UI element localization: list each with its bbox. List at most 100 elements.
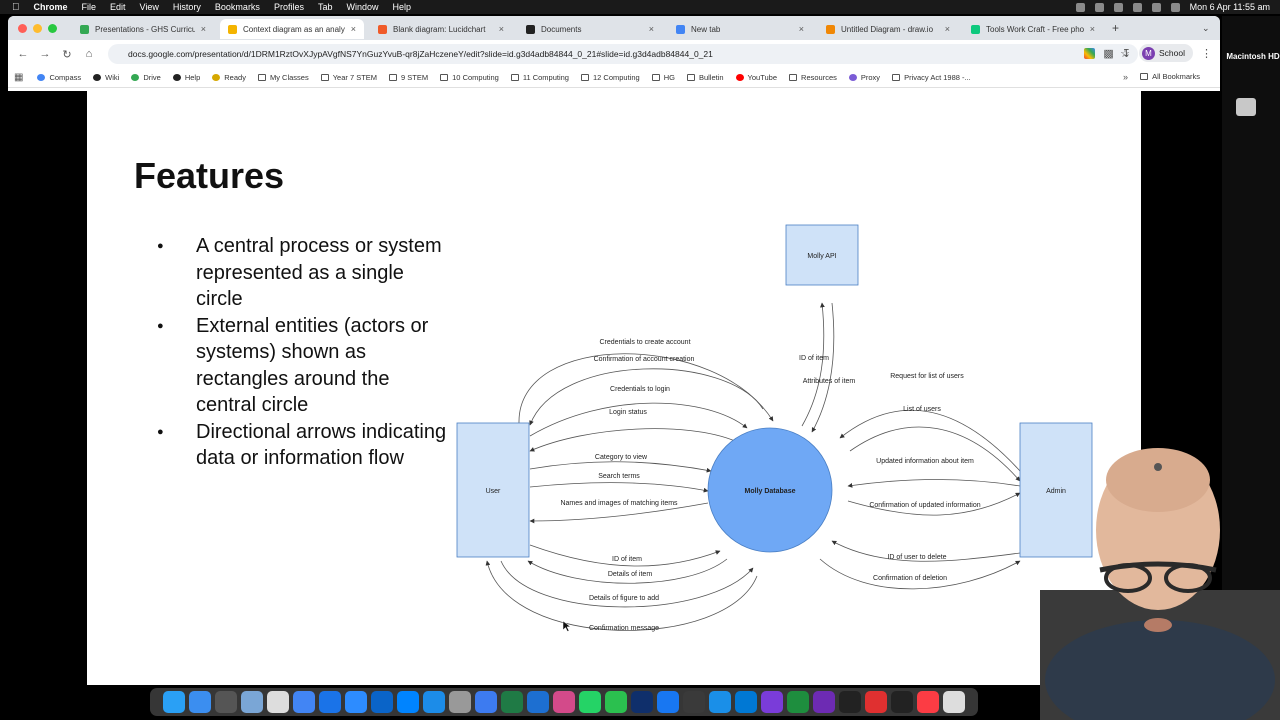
dock-app-icon[interactable] bbox=[475, 691, 497, 713]
new-tab-icon[interactable]: + bbox=[1112, 21, 1120, 35]
bookmark-item[interactable]: Drive bbox=[131, 73, 161, 82]
forward-icon[interactable]: → bbox=[39, 48, 51, 60]
dock-app-icon[interactable] bbox=[605, 691, 627, 713]
browser-tab[interactable]: Context diagram as an analyt× bbox=[220, 19, 364, 39]
dock-app-icon[interactable] bbox=[501, 691, 523, 713]
bookmark-item[interactable]: Year 7 STEM bbox=[320, 73, 377, 82]
dock-app-icon[interactable] bbox=[579, 691, 601, 713]
bookmark-item[interactable]: 10 Computing bbox=[440, 73, 499, 82]
tab-close-icon[interactable]: × bbox=[200, 24, 206, 34]
browser-tab[interactable]: Documents× bbox=[518, 19, 662, 39]
bookmark-item[interactable]: Wiki bbox=[93, 73, 119, 82]
apps-grid-icon[interactable]: ▦ bbox=[14, 72, 24, 83]
dock-app-icon[interactable] bbox=[527, 691, 549, 713]
menu-tab[interactable]: Tab bbox=[310, 2, 333, 12]
menu-profiles[interactable]: Profiles bbox=[266, 2, 304, 12]
browser-tab[interactable]: Blank diagram: Lucidchart× bbox=[370, 19, 512, 39]
extension-icon[interactable] bbox=[1084, 47, 1096, 59]
tab-close-icon[interactable]: × bbox=[944, 24, 950, 34]
extensions-puzzle-icon[interactable]: ▩ bbox=[1103, 47, 1114, 60]
menu-help[interactable]: Help bbox=[384, 2, 411, 12]
bookmark-item[interactable]: Ready bbox=[212, 73, 246, 82]
browser-tab[interactable]: Tools Work Craft - Free photo× bbox=[963, 19, 1103, 39]
download-icon[interactable]: ↧ bbox=[1121, 47, 1131, 60]
bookmark-star-icon[interactable]: ☆ bbox=[1120, 48, 1130, 60]
menu-bookmarks[interactable]: Bookmarks bbox=[207, 2, 260, 12]
tab-close-icon[interactable]: × bbox=[1089, 24, 1095, 34]
home-icon[interactable]: ⌂ bbox=[85, 48, 93, 60]
tab-close-icon[interactable]: × bbox=[498, 24, 504, 34]
hard-drive-icon[interactable] bbox=[1236, 98, 1256, 116]
entity-admin-box[interactable] bbox=[1019, 422, 1093, 558]
entity-api-box[interactable] bbox=[785, 224, 859, 286]
bookmark-item[interactable]: YouTube bbox=[735, 73, 777, 82]
drive-label[interactable]: Macintosh HD bbox=[1226, 52, 1280, 61]
menu-app-name[interactable]: Chrome bbox=[26, 2, 68, 12]
dock-app-icon[interactable] bbox=[267, 691, 289, 713]
menu-edit[interactable]: Edit bbox=[102, 2, 126, 12]
dock-app-icon[interactable] bbox=[839, 691, 861, 713]
wifi-icon[interactable] bbox=[1113, 2, 1123, 12]
menu-view[interactable]: View bbox=[132, 2, 159, 12]
bookmark-item[interactable]: Bulletin bbox=[686, 73, 724, 82]
dock-app-icon[interactable] bbox=[189, 691, 211, 713]
minimize-window-icon[interactable] bbox=[33, 24, 42, 33]
dock-app-icon[interactable] bbox=[241, 691, 263, 713]
bookmark-item[interactable]: 9 STEM bbox=[389, 73, 428, 82]
apple-icon[interactable]:  bbox=[12, 2, 20, 13]
tab-search-icon[interactable]: ⌄ bbox=[1202, 23, 1210, 33]
bookmark-item[interactable]: 11 Computing bbox=[510, 73, 569, 82]
dock-app-icon[interactable] bbox=[397, 691, 419, 713]
dock-app-icon[interactable] bbox=[813, 691, 835, 713]
close-window-icon[interactable] bbox=[18, 24, 27, 33]
menu-window[interactable]: Window bbox=[338, 2, 378, 12]
all-bookmarks-button[interactable]: All Bookmarks bbox=[1140, 72, 1200, 81]
dock-app-icon[interactable] bbox=[423, 691, 445, 713]
dock-app-icon[interactable] bbox=[449, 691, 471, 713]
control-center-icon[interactable] bbox=[1170, 2, 1180, 12]
bookmark-item[interactable]: Compass bbox=[37, 73, 81, 82]
bookmark-item[interactable]: Privacy Act 1988 -... bbox=[892, 73, 971, 82]
dock-app-icon[interactable] bbox=[553, 691, 575, 713]
more-bookmarks-icon[interactable]: » bbox=[1122, 72, 1128, 82]
dock-app-icon[interactable] bbox=[163, 691, 185, 713]
dock-app-icon[interactable] bbox=[215, 691, 237, 713]
dock-app-icon[interactable] bbox=[293, 691, 315, 713]
tab-close-icon[interactable]: × bbox=[350, 24, 356, 34]
bookmark-item[interactable]: Help bbox=[172, 73, 200, 82]
back-icon[interactable]: ← bbox=[17, 48, 29, 60]
central-process-circle[interactable] bbox=[707, 427, 833, 553]
profile-button[interactable]: M School bbox=[1139, 44, 1193, 62]
bookmark-item[interactable]: HG bbox=[651, 73, 675, 82]
bookmark-item[interactable]: Proxy bbox=[848, 73, 880, 82]
more-menu-icon[interactable]: ⋮ bbox=[1201, 47, 1212, 60]
dock-app-icon[interactable] bbox=[917, 691, 939, 713]
bookmark-item[interactable]: 12 Computing bbox=[580, 73, 640, 82]
bookmark-item[interactable]: Resources bbox=[789, 73, 837, 82]
entity-user-box[interactable] bbox=[456, 422, 530, 558]
status-icon[interactable] bbox=[1094, 2, 1104, 12]
menu-file[interactable]: File bbox=[74, 2, 97, 12]
dock-app-icon[interactable] bbox=[761, 691, 783, 713]
bookmark-item[interactable]: My Classes bbox=[257, 73, 309, 82]
slide[interactable]: Features A central process or system rep… bbox=[87, 91, 1141, 685]
browser-tab[interactable]: Untitled Diagram - draw.io× bbox=[818, 19, 958, 39]
dock-app-icon[interactable] bbox=[709, 691, 731, 713]
dock-app-icon[interactable] bbox=[735, 691, 757, 713]
browser-tab[interactable]: New tab× bbox=[668, 19, 812, 39]
tab-close-icon[interactable]: × bbox=[798, 24, 804, 34]
dock-app-icon[interactable] bbox=[787, 691, 809, 713]
dock-app-icon[interactable] bbox=[319, 691, 341, 713]
dock-app-icon[interactable] bbox=[943, 691, 965, 713]
reload-icon[interactable]: ↻ bbox=[62, 48, 72, 61]
clock[interactable]: Mon 6 Apr 11:55 am bbox=[1189, 2, 1270, 12]
dock-app-icon[interactable] bbox=[631, 691, 653, 713]
browser-tab[interactable]: Presentations - GHS Curricul× bbox=[72, 19, 214, 39]
dock-app-icon[interactable] bbox=[345, 691, 367, 713]
battery-icon[interactable] bbox=[1132, 2, 1142, 12]
dock-app-icon[interactable] bbox=[371, 691, 393, 713]
address-bar[interactable]: docs.google.com/presentation/d/1DRM1RztO… bbox=[108, 44, 1138, 64]
status-icon[interactable] bbox=[1075, 2, 1085, 12]
menu-history[interactable]: History bbox=[165, 2, 201, 12]
dock-app-icon[interactable] bbox=[657, 691, 679, 713]
